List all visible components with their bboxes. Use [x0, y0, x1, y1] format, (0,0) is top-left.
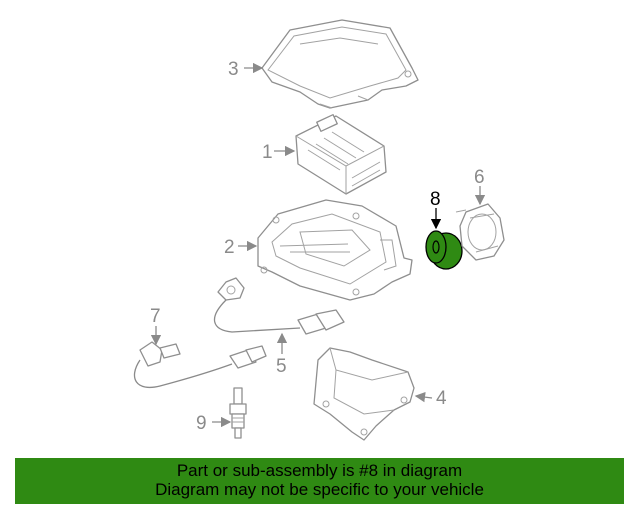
callout-8: 8 — [430, 189, 441, 210]
knock-sensor-part — [214, 277, 345, 335]
callout-1: 1 — [262, 142, 273, 163]
bracket-clip-part — [455, 203, 505, 261]
speed-sensor-part — [134, 341, 267, 388]
callout-4: 4 — [436, 388, 447, 409]
control-module-part — [295, 114, 387, 195]
callout-3: 3 — [228, 59, 239, 80]
callout-leaders — [150, 62, 486, 428]
callout-7: 7 — [150, 306, 161, 327]
banner-line-part-number: Part or sub-assembly is #8 in diagram — [176, 461, 463, 480]
ecu-cover-part — [261, 19, 419, 109]
info-banner: Part or sub-assembly is #8 in diagram Di… — [15, 458, 624, 504]
callout-5: 5 — [276, 356, 287, 377]
parts-diagram: 3 1 2 8 6 7 5 4 9 — [134, 19, 505, 441]
callout-6: 6 — [474, 167, 485, 188]
callout-2: 2 — [224, 237, 235, 258]
oxygen-sensor-part — [229, 387, 247, 439]
banner-line-disclaimer: Diagram may not be specific to your vehi… — [155, 480, 484, 499]
relay-bracket-part — [313, 347, 415, 441]
damper-part-highlighted — [425, 230, 463, 270]
mounting-tray-part — [257, 199, 413, 301]
callout-9: 9 — [196, 413, 207, 434]
